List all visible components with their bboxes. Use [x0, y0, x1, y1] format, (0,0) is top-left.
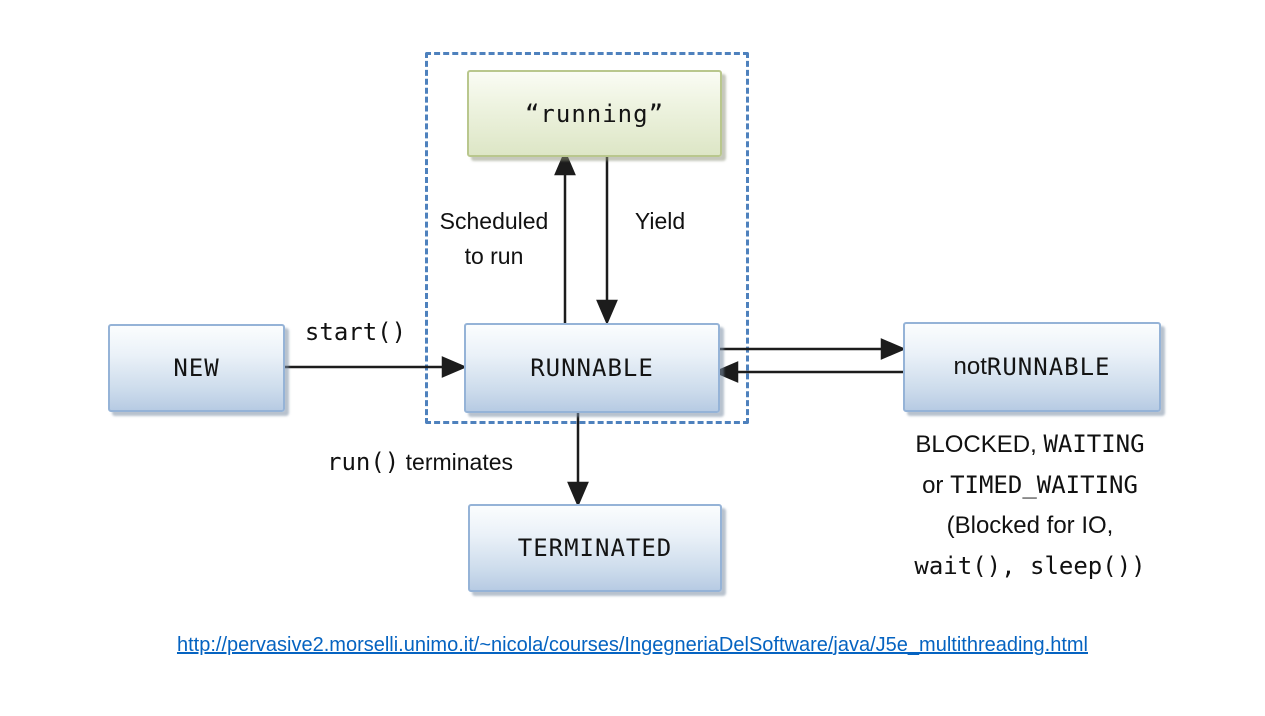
- arrowhead-runnable-to-notrunnable: [880, 338, 907, 360]
- caption-line1-code: WAITING: [1043, 430, 1145, 458]
- edge-label-yield: Yield: [614, 204, 706, 239]
- scheduled-line2: to run: [464, 243, 524, 269]
- source-link[interactable]: http://pervasive2.morselli.unimo.it/~nic…: [176, 634, 1088, 656]
- state-box-runnable: RUNNABLE: [464, 323, 720, 413]
- caption-line-3: (Blocked for IO,: [946, 512, 1114, 539]
- run-call-text: run(): [327, 448, 400, 476]
- caption-line-1: BLOCKED, WAITING: [895, 424, 1165, 465]
- not-runnable-caption: BLOCKED, WAITING or TIMED_WAITING (Block…: [895, 424, 1165, 586]
- state-label-not-runnable-prefix: not: [953, 353, 987, 380]
- state-label-terminated: TERMINATED: [517, 534, 673, 562]
- caption-line-2: or TIMED_WAITING: [895, 465, 1165, 506]
- arrowhead-runnable-to-terminated: [567, 481, 589, 508]
- scheduled-line1: Scheduled: [439, 208, 549, 234]
- yield-text: Yield: [634, 208, 686, 234]
- footer: http://pervasive2.morselli.unimo.it/~nic…: [0, 634, 1265, 657]
- state-label-new: NEW: [173, 354, 220, 382]
- state-box-terminated: TERMINATED: [468, 504, 722, 592]
- state-label-running: “running”: [524, 99, 665, 128]
- state-label-not-runnable-code: RUNNABLE: [986, 353, 1111, 381]
- caption-line1-plain: BLOCKED,: [915, 431, 1044, 458]
- caption-line2-plain: or: [922, 472, 951, 499]
- edge-label-run-terminates: run() terminates: [327, 445, 567, 480]
- start-call-text: start(): [304, 318, 407, 346]
- state-label-runnable: RUNNABLE: [530, 354, 654, 382]
- state-box-not-runnable: not RUNNABLE: [903, 322, 1161, 412]
- state-box-running: “running”: [467, 70, 722, 157]
- caption-line2-code: TIMED_WAITING: [950, 471, 1138, 499]
- state-box-new: NEW: [108, 324, 285, 412]
- edge-label-scheduled-to-run: Scheduled to run: [420, 204, 568, 274]
- scheduler-dashed-region: [425, 52, 749, 424]
- edge-label-start: start(): [288, 315, 423, 350]
- caption-line-4: wait(), sleep()): [914, 552, 1146, 580]
- terminates-text: terminates: [405, 449, 514, 475]
